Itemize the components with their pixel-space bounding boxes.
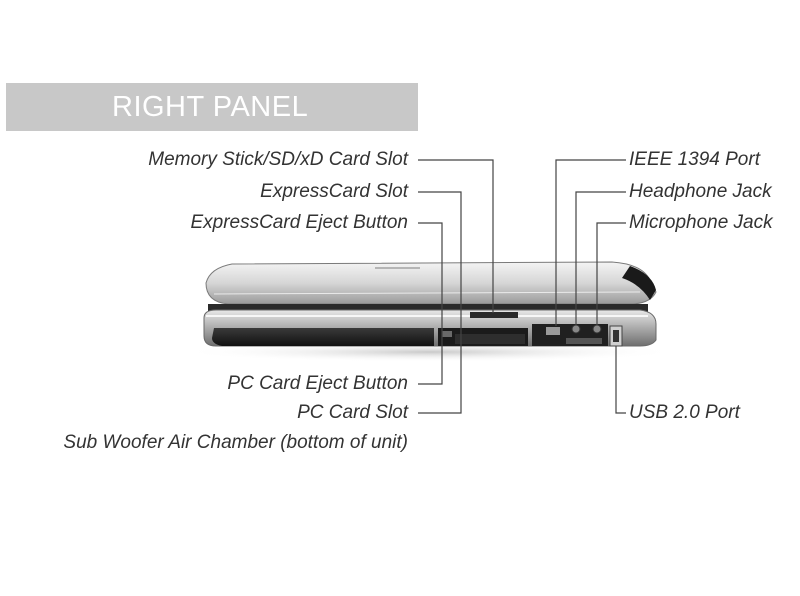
- leader-usb: [615, 346, 626, 414]
- label-microphone-jack: Microphone Jack: [629, 212, 773, 233]
- panel-title: RIGHT PANEL: [112, 90, 309, 123]
- label-sub-woofer: Sub Woofer Air Chamber (bottom of unit): [63, 432, 408, 453]
- ieee-1394-port: [546, 327, 560, 335]
- microphone-jack: [592, 324, 602, 334]
- headphone-jack: [571, 324, 581, 334]
- memory-card-slot: [470, 312, 518, 318]
- laptop-lid: [205, 261, 657, 305]
- leader-expresscard-slot: [418, 191, 462, 414]
- floor-shadow: [180, 342, 680, 362]
- leader-microphone: [596, 222, 626, 325]
- label-memory-stick-slot: Memory Stick/SD/xD Card Slot: [148, 149, 408, 170]
- label-pc-card-slot: PC Card Slot: [297, 402, 408, 423]
- leader-lines: [418, 159, 626, 414]
- title-banner: RIGHT PANEL: [6, 83, 418, 131]
- sub-woofer-chamber: [212, 328, 434, 346]
- laptop-base: [203, 309, 657, 347]
- label-usb-port: USB 2.0 Port: [629, 402, 740, 423]
- leader-expresscard-eject: [418, 222, 443, 385]
- leader-ieee-1394: [555, 159, 626, 326]
- label-headphone-jack: Headphone Jack: [629, 181, 772, 202]
- hinge-gap: [208, 304, 648, 312]
- pc-card-eject-button: [442, 331, 452, 337]
- label-ieee-1394-port: IEEE 1394 Port: [629, 149, 760, 170]
- label-expresscard-eject-button: ExpressCard Eject Button: [190, 212, 408, 233]
- leader-memory-stick: [418, 159, 494, 313]
- label-expresscard-slot: ExpressCard Slot: [260, 181, 408, 202]
- leader-headphone: [575, 191, 626, 325]
- label-pc-card-eject-button: PC Card Eject Button: [227, 373, 408, 394]
